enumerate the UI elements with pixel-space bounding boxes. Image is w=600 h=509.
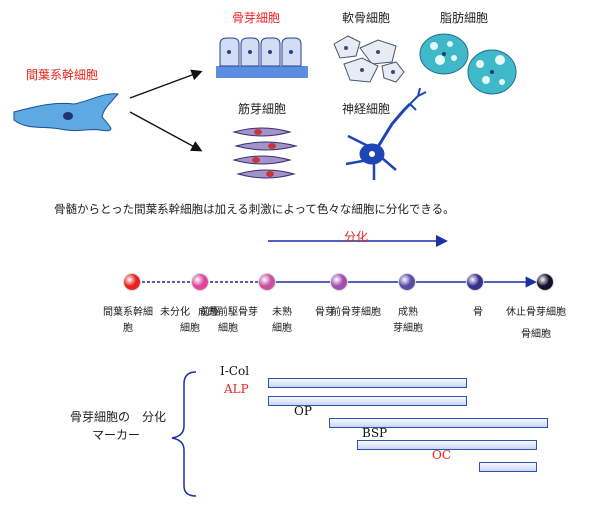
marker-label: ALP — [224, 382, 249, 396]
stage-label-line: 休止骨芽細胞 — [506, 307, 566, 318]
chondrocyte-illustration — [333, 35, 405, 83]
stage-label: 成熟前駆骨芽細胞 — [198, 305, 258, 337]
osteoblast-label: 骨芽細胞 — [232, 11, 281, 25]
arrow-to-osteoblast — [129, 69, 203, 99]
stage-label-line: 未分化 前駆 — [160, 307, 220, 318]
stage-dot — [331, 274, 347, 290]
myoblast-label: 筋芽細胞 — [238, 102, 287, 116]
stage-label-line: 間葉系幹細 — [103, 307, 153, 318]
stage-label: 未分化 前駆細胞 — [160, 305, 220, 337]
marker-bar — [329, 418, 548, 428]
stage-dot — [259, 274, 275, 290]
source-cell-label: 間葉系幹細胞 — [26, 68, 99, 82]
mesenchymal-stem-cell-illustration — [13, 93, 119, 132]
stage-label-line: 芽細胞 — [393, 323, 423, 334]
stage-label-line: 細胞 — [180, 323, 200, 334]
stage-label: 未熟細胞 — [252, 305, 312, 337]
stage-label-line — [448, 321, 508, 337]
marker-bar — [356, 440, 537, 450]
stage-label: 間葉系幹細胞 — [98, 305, 158, 337]
stage-label: 骨 — [448, 305, 508, 337]
neuron-label: 神経細胞 — [342, 102, 391, 116]
stage-label-line — [326, 321, 386, 337]
stage-label-line: 未熟 — [272, 307, 292, 318]
stage-label: 前骨芽細胞 — [326, 305, 386, 337]
marker-label: OP — [294, 404, 312, 418]
stage-label: 成熟芽細胞 — [378, 305, 438, 337]
description-text: 骨髄からとった間葉系幹細胞は加える刺激によって色々な細胞に分化できる。 — [54, 202, 455, 216]
chondrocyte-label: 軟骨細胞 — [342, 11, 391, 25]
neuron-illustration — [345, 87, 427, 180]
arrow-to-myoblast — [129, 111, 203, 152]
myoblast-illustration — [232, 127, 298, 179]
stage-label-line: 細胞 — [218, 323, 238, 334]
marker-title-line-2: マーカー — [92, 428, 141, 442]
stage-dot — [192, 274, 208, 290]
differentiation-label: 分化 — [344, 230, 369, 244]
marker-label: BSP — [362, 426, 388, 440]
stage-label-line: 骨 — [473, 307, 483, 318]
stage-label-line: 胞 — [123, 323, 133, 334]
adipocyte-illustration — [419, 33, 517, 95]
marker-label: OC — [432, 448, 452, 462]
stage-label-line: 骨芽 — [315, 307, 335, 318]
stage-label-line: 細胞 — [272, 323, 292, 334]
marker-label: I-Col — [220, 364, 250, 378]
stage-label-line: 成熟前駆骨芽 — [198, 307, 258, 318]
stage-label-line: 前骨芽細胞 — [331, 307, 381, 318]
marker-bar — [479, 462, 537, 472]
stage-dot — [399, 274, 415, 290]
marker-bar — [268, 378, 468, 388]
stage-label-line: 成熟 — [398, 307, 418, 318]
marker-bar — [268, 396, 468, 406]
stage-label: 骨芽 — [295, 305, 355, 337]
marker-brace — [171, 371, 197, 497]
stage-dot — [467, 274, 483, 290]
stage-label-line: 骨細胞 — [521, 329, 551, 340]
marker-title: 骨芽細胞の 分化 マーカー — [70, 408, 166, 444]
adipocyte-label: 脂肪細胞 — [440, 11, 489, 25]
marker-title-line-1: 骨芽細胞の 分化 — [70, 410, 167, 424]
osteoblast-illustration — [216, 37, 308, 78]
stage-dot — [124, 274, 140, 290]
stage-label: 休止骨芽細胞骨細胞 — [506, 305, 566, 343]
stage-dot — [537, 274, 553, 290]
